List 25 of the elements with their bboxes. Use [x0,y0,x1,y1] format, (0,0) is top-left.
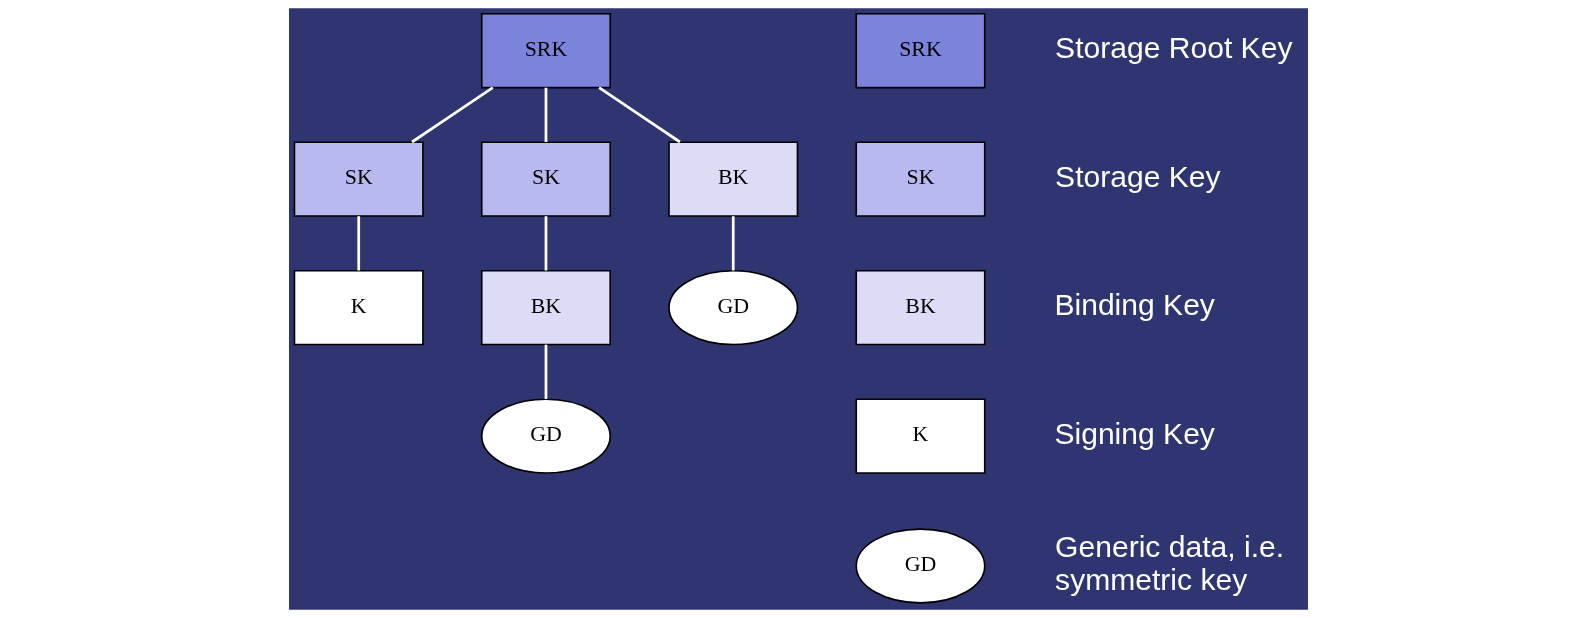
node-box: K [854,398,986,474]
connector [597,86,681,144]
node-label: Binding Key [1053,288,1215,322]
connector [544,344,547,399]
node-box: BK [854,269,986,346]
node-box: BK [480,269,611,346]
node-box: SK [854,141,986,217]
node-ellipse: GD [854,528,986,604]
node-box: SK [293,141,424,217]
node-label: Storage Key [1054,159,1221,193]
node-label: Generic data, i.e. symmetric key [1054,530,1284,597]
connector [356,216,360,271]
node-label: Storage Root Key [1054,31,1292,65]
node-ellipse: GD [480,398,611,474]
connector [731,216,735,271]
node-box: SRK [854,12,986,89]
connector [544,216,547,271]
node-box: SK [480,141,611,217]
node-box: BK [667,141,798,217]
node-label: Signing Key [1053,416,1215,450]
node-box: SRK [480,12,611,89]
node-ellipse: GD [667,269,798,346]
connector [544,87,547,142]
connector [410,86,494,144]
node-box: K [293,269,424,346]
